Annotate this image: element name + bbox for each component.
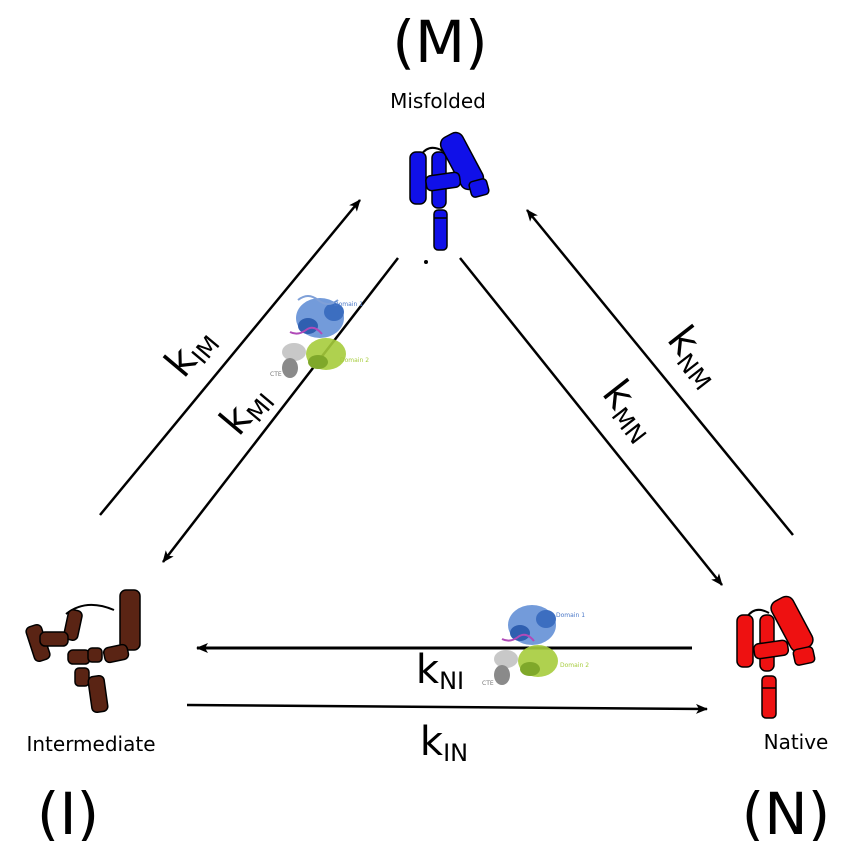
helix-cylinder — [468, 178, 490, 198]
rate-k-symbol: k — [420, 719, 444, 765]
inset-label-domain2: Domain 2 — [560, 662, 589, 669]
rate-k-MI: kMI — [211, 375, 281, 445]
helix-cylinder — [102, 643, 130, 664]
helix-cylinder — [74, 667, 90, 687]
cte-cluster — [282, 343, 306, 378]
misfolded-protein-cartoon — [409, 131, 490, 251]
structure-inset-lower: Domain 1 Domain 2 CTE — [482, 605, 589, 687]
helix-cylinder — [119, 589, 141, 651]
arrow-M-to-I — [162, 257, 399, 563]
intermediate-state-label: Intermediate — [26, 732, 155, 756]
helix-cylinder — [63, 609, 83, 641]
inset-label-cte: CTE — [482, 680, 494, 687]
helix-cylinder — [792, 646, 816, 666]
helix-cylinder — [753, 639, 790, 660]
helix-cylinder — [87, 674, 109, 714]
helix-cylinder — [761, 675, 777, 719]
rate-subscript: NI — [439, 667, 464, 695]
arrow-M-to-N — [459, 257, 723, 586]
misfolded-state-symbol: (M) — [392, 8, 487, 76]
inset-label-cte: CTE — [270, 371, 282, 378]
svg-text:kMI: kMI — [211, 375, 281, 445]
linker-strand — [501, 633, 535, 642]
helix-cylinder — [736, 614, 754, 668]
helix-cylinder — [87, 647, 103, 663]
helix-cylinder — [39, 631, 69, 647]
inset-label-domain1: Domain 1 — [556, 612, 585, 619]
helix-cylinder — [425, 171, 462, 192]
rate-k-symbol: k — [416, 647, 440, 693]
inset-label-domain1: Domain 1 — [334, 301, 363, 308]
arrow-N-to-M — [526, 209, 794, 536]
linker-strand — [289, 326, 323, 335]
domain2-cluster — [306, 338, 346, 370]
helix-cylinder — [67, 649, 91, 665]
dot-marker — [424, 260, 428, 264]
native-protein-cartoon — [736, 595, 816, 719]
inset-label-domain2: Domain 2 — [340, 357, 369, 364]
domain2-cluster — [518, 645, 558, 677]
rate-subscript: IN — [443, 739, 468, 767]
helix-cylinder — [433, 209, 448, 251]
helix-cylinder — [409, 151, 427, 205]
arrow-I-to-M — [99, 199, 361, 516]
cte-cluster — [494, 650, 518, 685]
intermediate-state-symbol: (I) — [37, 780, 99, 841]
intermediate-protein-cartoon — [25, 589, 141, 714]
rate-k-NI: kNI — [416, 647, 464, 695]
misfolded-state-label: Misfolded — [390, 89, 486, 113]
rate-k-IN: kIN — [420, 719, 468, 767]
native-state-label: Native — [764, 730, 829, 754]
native-state-symbol: (N) — [742, 780, 831, 841]
arrow-I-to-N — [186, 703, 708, 714]
structure-inset-upper: Domain 1 Domain 2 CTE — [270, 295, 369, 378]
